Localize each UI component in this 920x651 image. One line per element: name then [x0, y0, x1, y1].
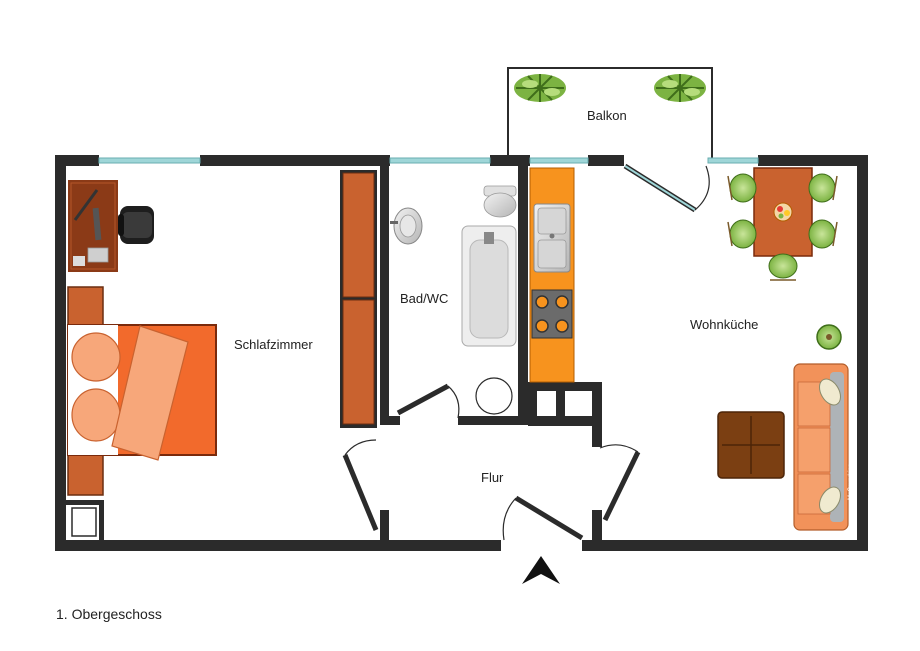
room-label-hallway: Flur	[481, 470, 504, 485]
desk	[68, 180, 118, 272]
dining-set	[727, 167, 838, 281]
potted-plant	[816, 324, 842, 350]
walls	[55, 155, 868, 551]
nightstand-top	[67, 286, 104, 328]
room-label-living-kitchen: Wohnküche	[690, 317, 759, 332]
balcony-plant-right	[654, 74, 706, 102]
coffee-table	[717, 411, 785, 479]
doors	[342, 163, 710, 541]
bed	[67, 324, 217, 461]
windows	[98, 157, 759, 164]
bathtub	[461, 225, 517, 347]
closet-box	[71, 507, 97, 537]
balcony-plant-left	[514, 74, 566, 102]
sofa	[793, 363, 849, 531]
room-label-balcony: Balkon	[587, 108, 627, 123]
credit-text: McGrundriss	[848, 463, 854, 500]
room-label-bedroom: Schlafzimmer	[234, 337, 313, 352]
shower-drain	[475, 377, 513, 415]
nightstand-bottom	[67, 454, 104, 496]
floor-caption: 1. Obergeschoss	[56, 606, 162, 622]
room-label-bathroom: Bad/WC	[400, 291, 449, 306]
shaft-2	[565, 391, 592, 416]
wardrobe	[340, 170, 377, 428]
toilet	[483, 185, 517, 218]
north-arrow-icon	[522, 556, 560, 584]
office-chair	[118, 206, 154, 244]
shaft-1	[537, 391, 556, 416]
balcony	[507, 67, 713, 158]
washbasin	[390, 207, 423, 245]
kitchen-counter	[529, 167, 575, 383]
